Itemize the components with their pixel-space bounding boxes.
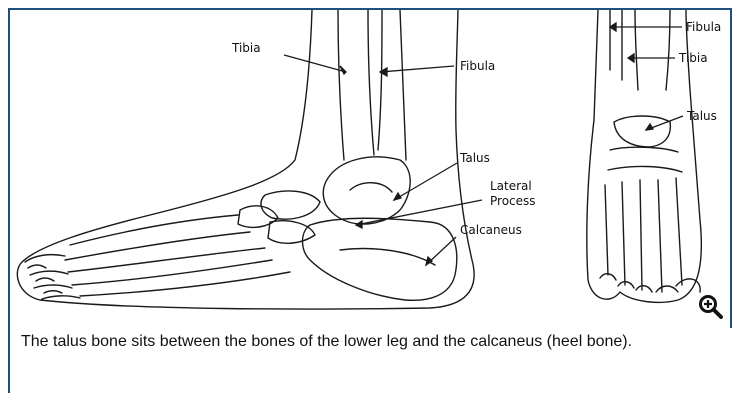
tibia-leader bbox=[284, 55, 346, 72]
figure-caption: The talus bone sits between the bones of… bbox=[21, 331, 711, 352]
front-fibula-shaft bbox=[610, 10, 622, 80]
zoom-in-icon[interactable] bbox=[698, 294, 724, 320]
label-lateral: Lateral bbox=[490, 179, 532, 193]
tibia-shaft bbox=[338, 10, 374, 160]
frame-right-border bbox=[730, 8, 732, 328]
calcaneus-side bbox=[303, 218, 457, 300]
foot-illustration: Tibia Fibula Talus Lateral Process Calca… bbox=[10, 10, 730, 322]
label-talus: Talus bbox=[459, 151, 490, 165]
foot-anatomy-figure: Tibia Fibula Talus Lateral Process Calca… bbox=[10, 10, 730, 322]
label-tibia: Tibia bbox=[231, 41, 261, 55]
talus-leader bbox=[394, 163, 457, 200]
label-tibia-front: Tibia bbox=[678, 51, 708, 65]
label-fibula: Fibula bbox=[460, 59, 495, 73]
front-talus bbox=[614, 116, 670, 147]
label-process: Process bbox=[490, 194, 536, 208]
label-fibula-front: Fibula bbox=[686, 20, 721, 34]
label-talus-front: Talus bbox=[686, 109, 717, 123]
front-tibia-shaft bbox=[635, 10, 670, 90]
label-calcaneus: Calcaneus bbox=[460, 223, 522, 237]
fibula-shaft bbox=[378, 10, 406, 160]
talus-side bbox=[323, 157, 410, 224]
fibula-leader bbox=[380, 66, 454, 72]
